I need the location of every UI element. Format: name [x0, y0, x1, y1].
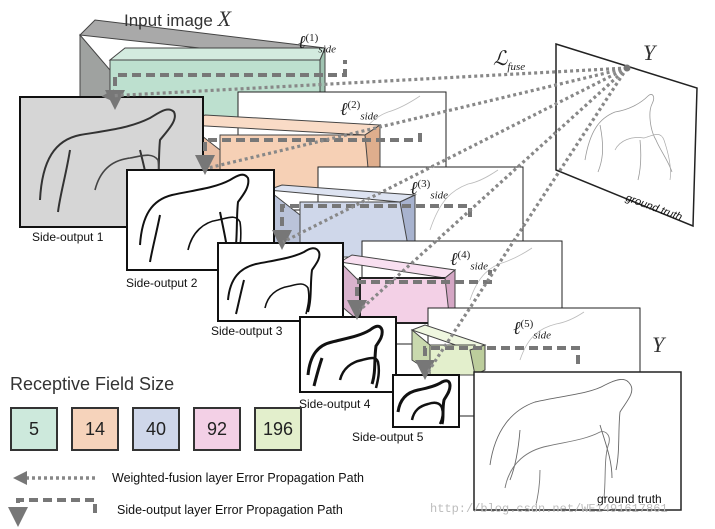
side-loss-1: ℓ(1)side [298, 32, 337, 56]
fuse-loss-label: ℒfuse [493, 48, 526, 73]
side-output-label-2: Side-output 2 [126, 276, 198, 290]
receptive-field-title: Receptive Field Size [10, 374, 175, 394]
ground-truth-bottom [473, 371, 682, 511]
ground-truth-top [555, 42, 698, 228]
side-path-1 [105, 60, 347, 110]
weighted-fusion-paths [101, 66, 629, 373]
side-output-image-4 [299, 316, 397, 393]
watermark: http://blog.csdn.net/WE1491617861 [430, 502, 668, 516]
side-output-image-3 [217, 242, 344, 322]
input-image-title: Input image X [124, 6, 231, 32]
side-loss-2: ℓ(2)side [340, 99, 379, 123]
side-output-label-1: Side-output 1 [32, 230, 104, 244]
legend-side-arrow [8, 498, 97, 527]
side-output-label-4: Side-output 4 [299, 397, 371, 411]
rf-box-5: 5 [10, 407, 58, 451]
rf-box-92: 92 [193, 407, 241, 451]
rf-box-14: 14 [71, 407, 119, 451]
side-path-5 [415, 346, 580, 380]
ground-truth-label-bottom: ground truth [597, 492, 662, 506]
input-var: X [217, 6, 232, 31]
side-output-label-5: Side-output 5 [352, 430, 424, 444]
side-loss-3: ℓ(3)side [410, 178, 449, 202]
side-path-2 [195, 128, 422, 175]
side-loss-4: ℓ(4)side [450, 249, 489, 273]
y-label-top: Y [643, 40, 656, 65]
rf-box-196: 196 [254, 407, 302, 451]
side-output-paths [105, 60, 580, 380]
side-loss-5: ℓ(5)side [513, 318, 552, 342]
side-path-4 [347, 270, 492, 320]
rf-box-40: 40 [132, 407, 180, 451]
side-output-label-3: Side-output 3 [211, 324, 283, 338]
legend-side-label: Side-output layer Error Propagation Path [117, 503, 343, 517]
side-path-3 [272, 204, 472, 250]
fusion-node [623, 64, 631, 72]
side-output-image-5 [392, 374, 460, 428]
input-image-label: Input image [124, 11, 213, 30]
legend-fusion-label: Weighted-fusion layer Error Propagation … [112, 471, 364, 485]
y-label-bottom: Y [652, 332, 665, 357]
